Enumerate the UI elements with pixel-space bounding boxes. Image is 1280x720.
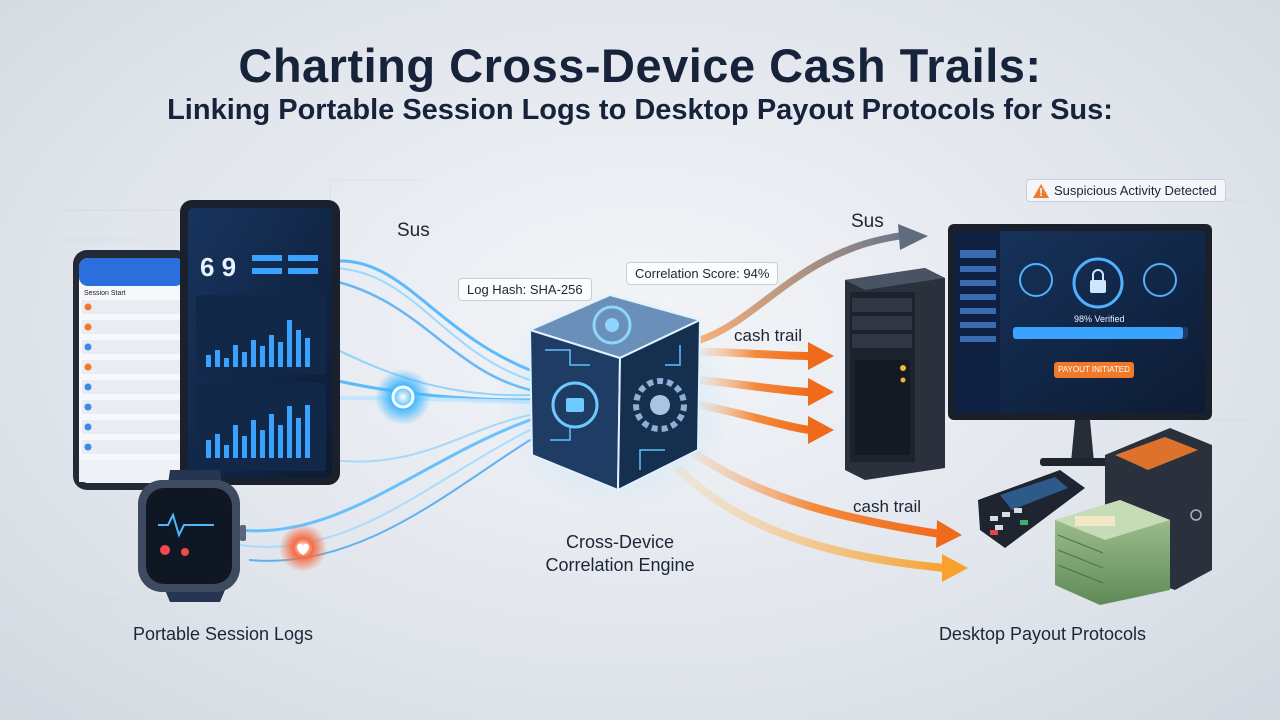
page-subtitle: Linking Portable Session Logs to Desktop… [167,94,1113,126]
card-terminal [978,470,1085,548]
caption-engine-line2: Correlation Engine [545,555,695,575]
cash-trail-arrows [676,232,949,572]
page-title: Charting Cross-Device Cash Trails: [238,39,1042,92]
smartwatch [138,470,246,602]
correlation-engine-cube [495,290,735,510]
money-stack [1055,500,1170,605]
caption-desktop-payout-protocols: Desktop Payout Protocols [938,624,1147,644]
monitor-verified-text: 98% Verified [1074,314,1125,324]
cash-trail-label-top: cash trail [734,326,803,345]
desktop-monitor [948,224,1212,466]
sus-label-left: Sus [397,220,430,241]
cash-trail-label-bottom: cash trail [853,497,922,516]
phone-list-header: Session Start [84,290,126,297]
correlation-score-chip: Correlation Score: 94% [626,262,779,285]
alert-text: Suspicious Activity Detected [1054,183,1217,198]
caption-engine-line1: Cross-Device [565,532,675,552]
desktop-tower [845,268,945,480]
suspicious-activity-alert: Suspicious Activity Detected [1026,179,1226,202]
arrow-heads [808,224,968,582]
tablet [180,200,340,485]
smartphone [73,250,190,490]
payout-initiated-button[interactable]: PAYOUT INITIATED [1054,362,1134,378]
sus-label-right: Sus [851,211,884,232]
tablet-big-number: 6 9 [200,252,237,282]
log-hash-chip: Log Hash: SHA-256 [458,278,592,301]
warning-icon [1033,183,1049,198]
caption-correlation-engine: Cross-Device Correlation Engine [520,531,720,577]
caption-portable-session-logs: Portable Session Logs [132,624,314,644]
blue-node [375,369,431,425]
